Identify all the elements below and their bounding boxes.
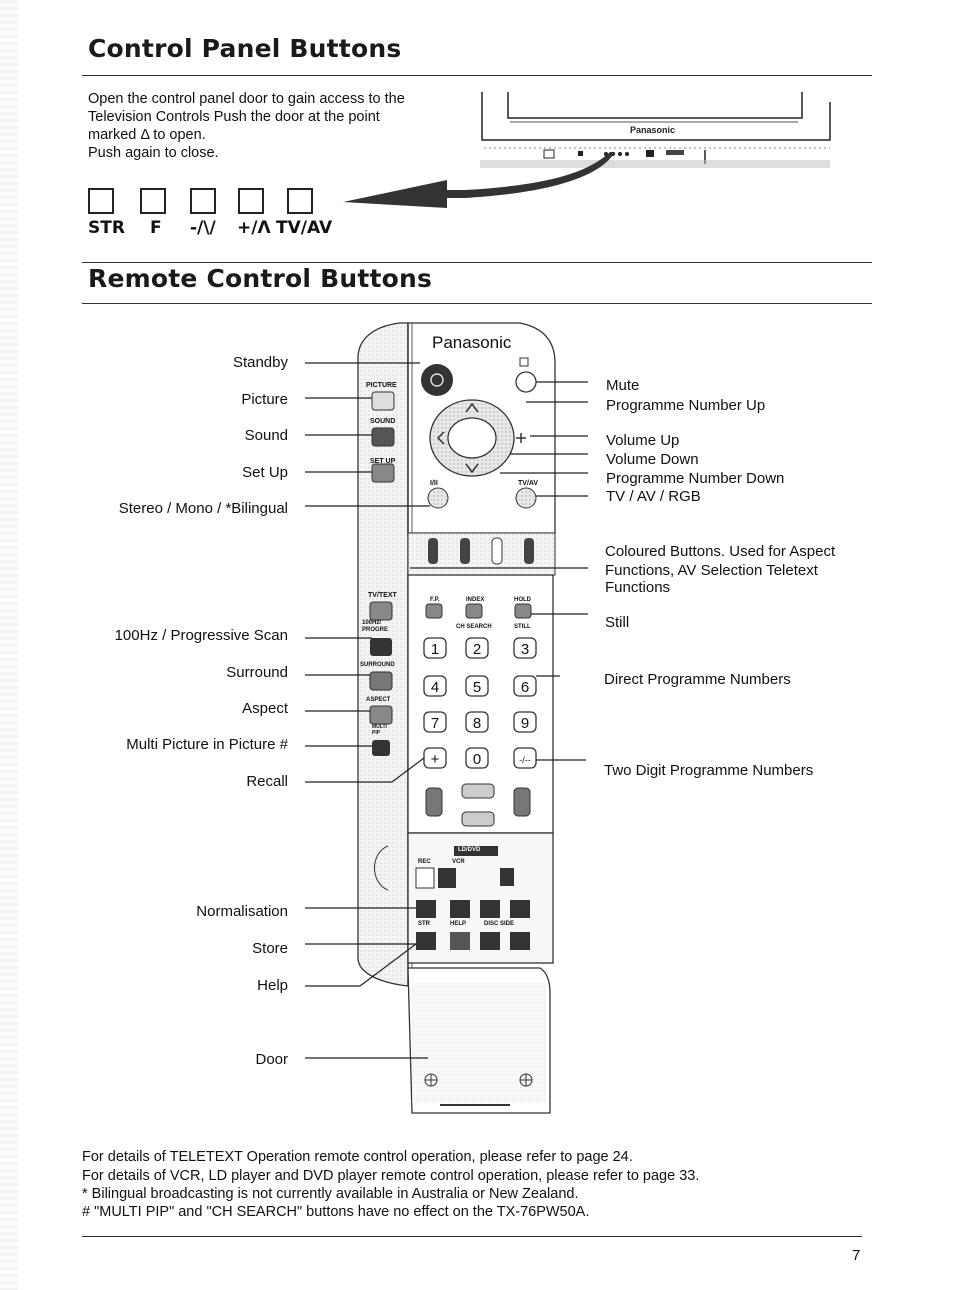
label-normalisation: Normalisation [196, 903, 288, 920]
label-multi-pip: Multi Picture in Picture # [126, 736, 288, 753]
tag-still: STILL [514, 624, 531, 630]
str-button[interactable] [88, 188, 114, 214]
label-set-up: Set Up [242, 464, 288, 481]
svg-text:8: 8 [473, 715, 481, 732]
label-standby: Standby [232, 354, 288, 371]
label-help: Help [257, 977, 288, 994]
svg-text:-/--: -/-- [519, 755, 531, 765]
tag-ld-dvd: LD/DVD [458, 847, 481, 853]
tag-tv-av: TV/AV [518, 480, 539, 487]
label-picture: Picture [241, 391, 288, 408]
footer-rule [82, 1236, 862, 1237]
tag-100hz-progre: 100Hz/ PROGRE [362, 620, 389, 633]
svg-text:5: 5 [473, 679, 481, 696]
heading-rule [82, 303, 872, 304]
label-coloured-buttons-3: Functions [605, 579, 671, 596]
volume-up-label: +/Λ [237, 218, 271, 238]
label-100hz-progressive-scan: 100Hz / Progressive Scan [114, 627, 288, 644]
svg-text:1: 1 [431, 641, 439, 658]
svg-text:0: 0 [473, 751, 481, 768]
svg-text:6: 6 [521, 679, 529, 696]
tag-set-up: SET UP [370, 458, 396, 465]
tag-help: HELP [450, 921, 467, 927]
label-recall: Recall [246, 773, 288, 790]
instruction-line: marked Δ to open. [88, 127, 206, 143]
tag-sound: SOUND [370, 418, 396, 425]
svg-text:2: 2 [473, 641, 481, 658]
label-programme-down: Programme Number Down [606, 470, 785, 487]
label-store: Store [252, 940, 288, 957]
instruction-line: Television Controls Push the door at the… [88, 109, 380, 125]
tag-surround: SURROUND [360, 662, 395, 668]
label-stereo-mono-bilingual: Stereo / Mono / *Bilingual [118, 500, 288, 517]
str-label: STR [88, 218, 125, 238]
tag-hold: HOLD [514, 597, 531, 603]
svg-text:3: 3 [521, 641, 529, 658]
label-volume-down: Volume Down [606, 451, 699, 468]
tv-av-button[interactable] [287, 188, 313, 214]
label-mute: Mute [606, 377, 640, 394]
tag-index: INDEX [466, 597, 485, 603]
tag-disc-side: DISC SIDE [484, 921, 515, 927]
tag-tv-text: TV/TEXT [368, 592, 397, 599]
volume-down-button[interactable] [190, 188, 216, 214]
instruction-line: Open the control panel door to gain acce… [88, 91, 405, 107]
label-door: Door [255, 1051, 288, 1068]
tv-av-label: TV/AV [276, 218, 333, 238]
label-programme-up: Programme Number Up [606, 397, 766, 414]
tag-i-ii: I/II [430, 480, 438, 487]
label-still: Still [605, 614, 630, 631]
tag-aspect: ASPECT [366, 697, 391, 703]
svg-text:9: 9 [521, 715, 529, 732]
label-volume-up: Volume Up [606, 432, 680, 449]
label-coloured-buttons-2: Functions, AV Selection Teletext [605, 562, 818, 579]
label-direct-programme-numbers: Direct Programme Numbers [604, 671, 791, 688]
tag-str: STR [418, 921, 430, 927]
volume-up-button[interactable] [238, 188, 264, 214]
tag-multi-pip: MULTI PIP [372, 724, 387, 736]
tag-picture: PICTURE [366, 382, 397, 389]
arrow-icon [343, 152, 615, 208]
page-number: 7 [852, 1247, 861, 1264]
label-tv-av-rgb: TV / AV / RGB [606, 488, 701, 505]
label-coloured-buttons-1: Coloured Buttons. Used for Aspect [605, 543, 836, 560]
footnote-teletext: For details of TELETEXT Operation remote… [82, 1149, 633, 1165]
svg-text:7: 7 [431, 715, 439, 732]
label-aspect: Aspect [242, 700, 288, 717]
f-label: F [150, 218, 162, 238]
label-surround: Surround [226, 664, 288, 681]
svg-text:+: + [431, 751, 440, 768]
remote-control-illustration: 1 2 3 4 5 6 7 8 9 +0 -/-- [305, 322, 588, 1114]
footnote-multi-pip: # "MULTI PIP" and "CH SEARCH" buttons ha… [82, 1204, 590, 1220]
tag-ch-search: CH SEARCH [456, 624, 492, 630]
label-sound: Sound [244, 427, 288, 444]
digit-buttons [423, 637, 537, 769]
control-panel-instructions: Open the control panel door to gain acce… [88, 90, 468, 162]
control-panel-heading: Control Panel Buttons [88, 34, 402, 63]
heading-rule [82, 262, 872, 263]
remote-brand: Panasonic [432, 333, 512, 352]
heading-rule [82, 75, 872, 76]
label-two-digit-programme: Two Digit Programme Numbers [604, 762, 814, 779]
tag-fp: F.P. [430, 597, 440, 603]
tag-rec: REC [418, 859, 431, 865]
scan-edge [0, 0, 18, 1290]
f-button[interactable] [140, 188, 166, 214]
footnote-vcr: For details of VCR, LD player and DVD pl… [82, 1168, 700, 1184]
svg-text:4: 4 [431, 679, 439, 696]
footnote-bilingual: * Bilingual broadcasting is not currentl… [82, 1186, 579, 1202]
tag-vcr: VCR [452, 859, 465, 865]
tv-brand: Panasonic [630, 125, 676, 135]
remote-heading: Remote Control Buttons [88, 264, 433, 293]
instruction-line: Push again to close. [88, 145, 219, 161]
volume-down-label: -/\/ [190, 218, 216, 238]
